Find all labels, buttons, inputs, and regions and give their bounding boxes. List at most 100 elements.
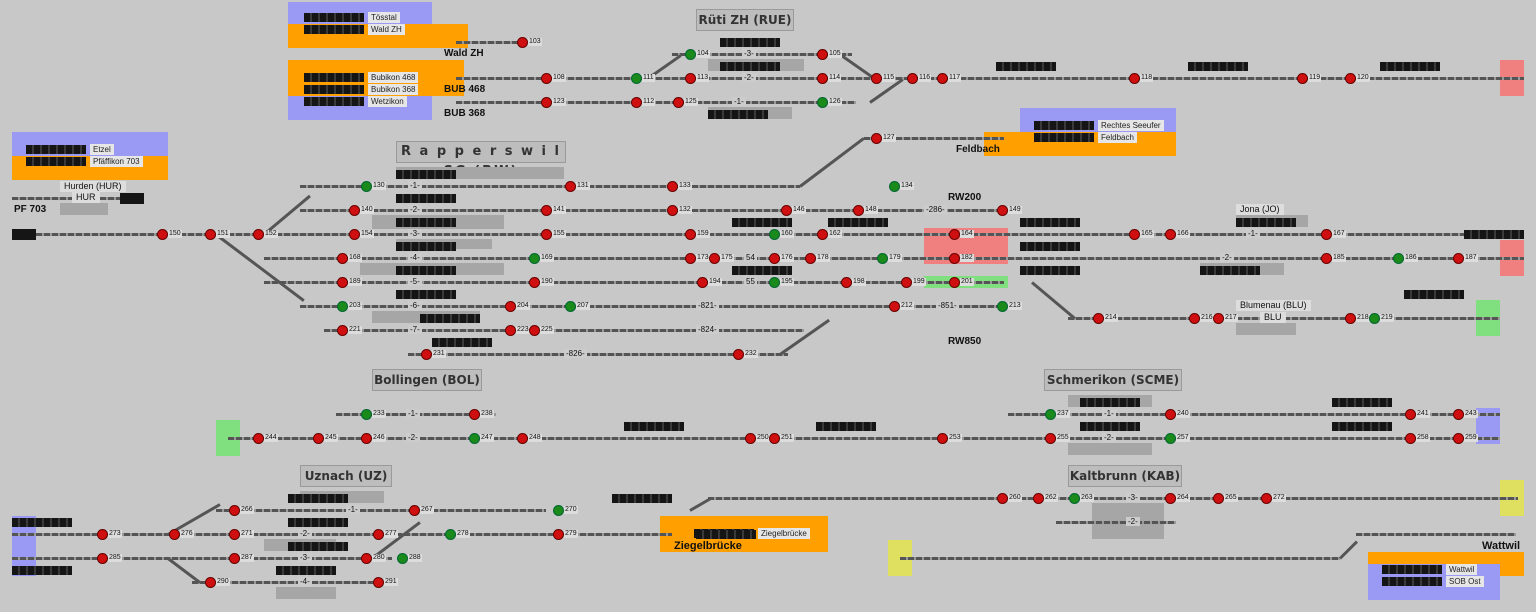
signal-288[interactable] <box>397 553 408 564</box>
signal-278[interactable] <box>445 529 456 540</box>
occupied-track[interactable] <box>396 218 456 227</box>
signal-194[interactable] <box>697 277 708 288</box>
signal-241[interactable] <box>1405 409 1416 420</box>
switch-track[interactable] <box>1338 540 1359 560</box>
occupied-track[interactable] <box>1080 398 1140 407</box>
occupied-track[interactable] <box>1404 290 1464 299</box>
signal-267[interactable] <box>409 505 420 516</box>
signal-165[interactable] <box>1129 229 1140 240</box>
occupied-track[interactable] <box>1200 266 1260 275</box>
switch-track[interactable] <box>689 497 712 512</box>
panel-label[interactable]: Rechtes Seeufer <box>1098 120 1164 131</box>
signal-245[interactable] <box>313 433 324 444</box>
track[interactable] <box>264 281 1004 284</box>
signal-166[interactable] <box>1165 229 1176 240</box>
signal-199[interactable] <box>901 277 912 288</box>
signal-111[interactable] <box>631 73 642 84</box>
track[interactable] <box>324 329 804 332</box>
signal-233[interactable] <box>361 409 372 420</box>
place-label-wattwil[interactable]: Wattwil <box>1482 540 1521 552</box>
occupied-track[interactable] <box>996 62 1056 71</box>
occupied-track[interactable] <box>732 266 792 275</box>
place-label-rw200[interactable]: RW200 <box>948 192 982 203</box>
track[interactable] <box>1008 413 1500 416</box>
signal-195[interactable] <box>769 277 780 288</box>
track[interactable] <box>1356 533 1516 536</box>
signal-279[interactable] <box>553 529 564 540</box>
switch-track[interactable] <box>1031 281 1076 320</box>
signal-277[interactable] <box>373 529 384 540</box>
signal-246[interactable] <box>361 433 372 444</box>
occupied-track[interactable] <box>12 518 72 527</box>
place-label-blumenau[interactable]: Blumenau (BLU) <box>1236 300 1311 311</box>
place-label-hurden[interactable]: Hurden (HUR) <box>60 181 126 192</box>
track[interactable] <box>408 353 788 356</box>
signal-155[interactable] <box>541 229 552 240</box>
track[interactable] <box>900 557 1340 560</box>
track[interactable] <box>228 437 1500 440</box>
signal-203[interactable] <box>337 301 348 312</box>
signal-243[interactable] <box>1453 409 1464 420</box>
place-label-pf703[interactable]: PF 703 <box>14 204 47 215</box>
signal-198[interactable] <box>841 277 852 288</box>
signal-126[interactable] <box>817 97 828 108</box>
signal-260[interactable] <box>997 493 1008 504</box>
signal-221[interactable] <box>337 325 348 336</box>
signal-280[interactable] <box>361 553 372 564</box>
track[interactable] <box>300 209 1010 212</box>
signal-266[interactable] <box>229 505 240 516</box>
signal-182[interactable] <box>949 253 960 264</box>
signal-162[interactable] <box>817 229 828 240</box>
signal-244[interactable] <box>253 433 264 444</box>
track[interactable] <box>708 497 1518 500</box>
track[interactable] <box>1056 521 1176 524</box>
signal-238[interactable] <box>469 409 480 420</box>
switch-track[interactable] <box>839 53 874 79</box>
signal-127[interactable] <box>871 133 882 144</box>
place-label-bub368[interactable]: BUB 368 <box>444 108 486 119</box>
signal-146[interactable] <box>781 205 792 216</box>
occupied-track[interactable] <box>396 242 456 251</box>
signal-113[interactable] <box>685 73 696 84</box>
signal-178[interactable] <box>805 253 816 264</box>
occupied-track[interactable] <box>288 542 348 551</box>
signal-237[interactable] <box>1045 409 1056 420</box>
signal-276[interactable] <box>169 529 180 540</box>
signal-240[interactable] <box>1165 409 1176 420</box>
signal-132[interactable] <box>667 205 678 216</box>
signal-212[interactable] <box>889 301 900 312</box>
signal-189[interactable] <box>337 277 348 288</box>
signal-179[interactable] <box>877 253 888 264</box>
signal-125[interactable] <box>673 97 684 108</box>
signal-218[interactable] <box>1345 313 1356 324</box>
occupied-track[interactable] <box>612 494 672 503</box>
signal-103[interactable] <box>517 37 528 48</box>
signal-213[interactable] <box>997 301 1008 312</box>
signal-152[interactable] <box>253 229 264 240</box>
occupied-track[interactable] <box>396 266 456 275</box>
panel-label[interactable]: Ziegelbrücke <box>758 528 810 539</box>
place-label-ziegelbruecke[interactable]: Ziegelbrücke <box>674 540 742 552</box>
panel-label[interactable]: Etzel <box>90 144 114 155</box>
signal-187[interactable] <box>1453 253 1464 264</box>
signal-190[interactable] <box>529 277 540 288</box>
signal-167[interactable] <box>1321 229 1332 240</box>
track[interactable] <box>12 533 672 536</box>
place-label-wald[interactable]: Wald ZH <box>444 48 484 59</box>
signal-273[interactable] <box>97 529 108 540</box>
signal-105[interactable] <box>817 49 828 60</box>
signal-160[interactable] <box>769 229 780 240</box>
signal-154[interactable] <box>349 229 360 240</box>
occupied-track[interactable] <box>1464 230 1524 239</box>
signal-118[interactable] <box>1129 73 1140 84</box>
signal-173[interactable] <box>685 253 696 264</box>
signal-185[interactable] <box>1321 253 1332 264</box>
station-title-schmerikon[interactable]: Schmerikon (SCME) <box>1044 369 1182 391</box>
signal-169[interactable] <box>529 253 540 264</box>
place-label-jona[interactable]: Jona (JO) <box>1236 204 1284 215</box>
signal-141[interactable] <box>541 205 552 216</box>
occupied-track[interactable] <box>396 170 456 179</box>
signal-263[interactable] <box>1069 493 1080 504</box>
signal-231[interactable] <box>421 349 432 360</box>
panel-label[interactable]: Wald ZH <box>368 24 405 35</box>
